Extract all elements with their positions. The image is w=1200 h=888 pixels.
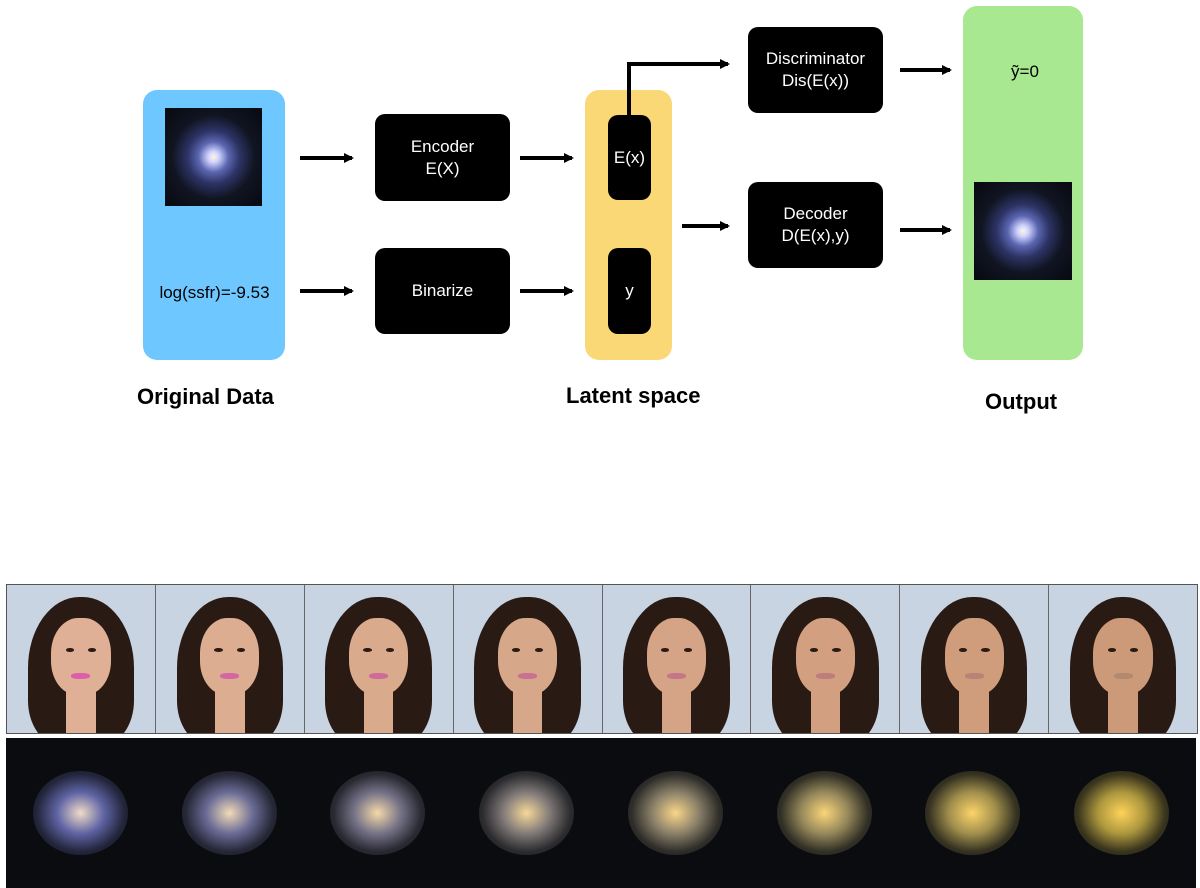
- galaxy-progression-strip: [6, 738, 1196, 888]
- lips: [518, 672, 537, 680]
- decoder-box: Decoder D(E(x),y): [748, 182, 883, 268]
- input-galaxy-image: [165, 108, 262, 206]
- face-frame: [1049, 585, 1197, 733]
- galaxy-frame: [154, 738, 304, 888]
- galaxy-blob: [925, 771, 1021, 855]
- neck-shape: [363, 688, 394, 733]
- right-eye: [1130, 648, 1139, 653]
- binarize-box: Binarize: [375, 248, 510, 334]
- face-shape: [349, 617, 409, 695]
- arrows-layer: [300, 59, 952, 296]
- latent-y-box: y: [608, 248, 651, 334]
- neck-shape: [66, 688, 96, 733]
- right-eye: [88, 648, 97, 653]
- decoder-title: Decoder: [783, 204, 848, 223]
- output-galaxy-image: [974, 182, 1072, 280]
- lips: [964, 672, 984, 680]
- binarize-title: Binarize: [411, 281, 474, 300]
- face-frame: [7, 585, 156, 733]
- neck-shape: [661, 688, 692, 733]
- lips: [666, 672, 686, 680]
- input-value-label: log(ssfr)=-9.53: [159, 283, 270, 302]
- left-eye: [809, 648, 819, 653]
- lips: [71, 672, 91, 680]
- face-shape: [795, 617, 855, 695]
- galaxy-frame: [452, 738, 601, 888]
- left-eye: [512, 648, 521, 653]
- right-eye: [981, 648, 990, 653]
- lips: [1113, 672, 1133, 680]
- neck-shape: [810, 688, 841, 733]
- left-eye: [1107, 648, 1116, 653]
- galaxy-blob: [627, 771, 723, 855]
- galaxy-blob: [181, 771, 277, 855]
- face-frame: [900, 585, 1050, 733]
- galaxy-frame: [303, 738, 453, 888]
- galaxy-blob: [330, 771, 426, 855]
- latent-ex-label: E(x): [613, 147, 646, 167]
- caption-output: Output: [985, 389, 1058, 414]
- left-eye: [363, 648, 372, 653]
- face-progression-strip: [6, 584, 1198, 734]
- neck-shape: [959, 688, 989, 733]
- galaxy-blob: [479, 771, 575, 855]
- encoder-title: Encoder: [410, 136, 475, 156]
- left-eye: [65, 648, 74, 653]
- lips: [815, 672, 835, 680]
- right-eye: [832, 648, 841, 653]
- discriminator-title: Discriminator: [765, 49, 866, 68]
- face-shape: [200, 617, 260, 695]
- face-shape: [51, 617, 111, 695]
- left-eye: [661, 648, 670, 653]
- face-shape: [497, 617, 558, 695]
- neck-shape: [512, 688, 543, 733]
- face-frame: [304, 585, 454, 733]
- right-eye: [236, 648, 246, 653]
- galaxy-blob: [32, 771, 128, 855]
- encoder-box: Encoder E(X): [375, 114, 510, 201]
- galaxy-blob: [1074, 771, 1170, 855]
- galaxy-frame: [6, 738, 155, 888]
- galaxy-frame: [601, 738, 750, 888]
- face-frame: [602, 585, 752, 733]
- lips: [369, 672, 389, 680]
- lips: [220, 672, 240, 680]
- latent-y-label: y: [625, 281, 634, 300]
- right-eye: [534, 648, 543, 653]
- output-value-label: ỹ=0: [1011, 62, 1039, 81]
- face-shape: [1093, 617, 1153, 695]
- caption-original-data: Original Data: [137, 384, 274, 409]
- decoder-formula: D(E(x),y): [781, 226, 850, 245]
- right-eye: [385, 648, 395, 653]
- face-frame: [751, 585, 901, 733]
- face-shape: [944, 617, 1004, 695]
- discriminator-box: Discriminator Dis(E(x)): [748, 27, 883, 113]
- left-eye: [214, 648, 223, 653]
- galaxy-frame: [1047, 738, 1196, 888]
- right-eye: [683, 648, 692, 653]
- face-shape: [646, 617, 706, 695]
- arrow-latent-to-discriminator: [627, 59, 730, 115]
- left-eye: [958, 648, 968, 653]
- face-frame: [155, 585, 305, 733]
- neck-shape: [215, 688, 245, 733]
- latent-ex-box: E(x): [608, 115, 651, 200]
- caption-latent-space: Latent space: [566, 383, 701, 408]
- galaxy-blob: [776, 771, 872, 855]
- discriminator-formula: Dis(E(x)): [781, 71, 850, 90]
- face-frame: [453, 585, 603, 733]
- galaxy-frame: [898, 738, 1048, 888]
- neck-shape: [1108, 688, 1138, 733]
- galaxy-frame: [749, 738, 899, 888]
- encoder-formula: E(X): [425, 158, 460, 178]
